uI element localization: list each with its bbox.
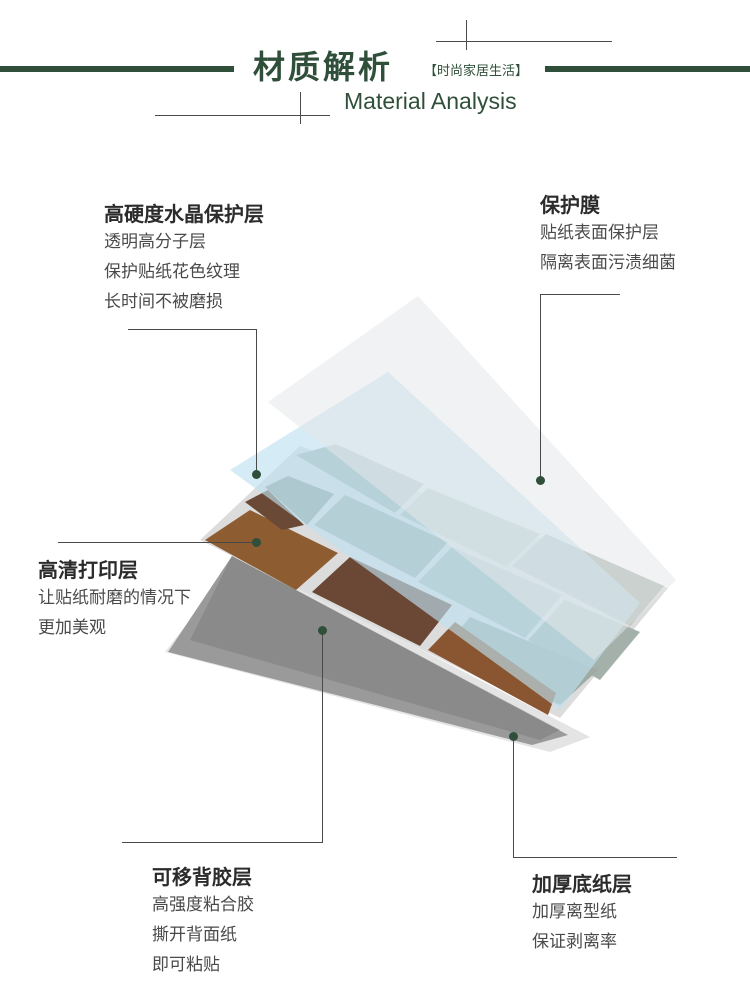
label-title: 加厚底纸层: [532, 872, 632, 896]
label-title: 可移背胶层: [152, 865, 252, 889]
connector-backing-dot: [509, 732, 518, 741]
connector-print-dot: [252, 538, 261, 547]
page-title: 材质解析: [253, 48, 394, 86]
connector-adhesive-v: [322, 630, 323, 842]
crystal-layer: [230, 372, 640, 710]
label-line: 更加美观: [38, 618, 106, 638]
label-line: 加厚离型纸: [532, 902, 617, 922]
connector-crystal-h: [128, 329, 256, 330]
header-bar-right: [545, 66, 750, 72]
label-line: 让贴纸耐磨的情况下: [38, 588, 191, 608]
header-tick-bottom: [300, 92, 301, 124]
tile-brown: [428, 622, 556, 715]
connector-film-dot: [536, 476, 545, 485]
connector-film-v: [540, 294, 541, 480]
connector-crystal-dot: [252, 470, 261, 479]
label-line: 撕开背面纸: [152, 925, 237, 945]
header-tick-top: [466, 20, 467, 50]
adhesive-layer-shade: [190, 556, 560, 740]
header-rule-bottom: [155, 115, 330, 116]
connector-print-h: [58, 542, 258, 543]
page-subtitle: Material Analysis: [344, 88, 517, 114]
connector-adhesive-dot: [318, 626, 327, 635]
label-line: 高强度粘合胶: [152, 895, 254, 915]
tile-brown: [312, 557, 452, 646]
label-line: 贴纸表面保护层: [540, 223, 659, 243]
tile-brown: [245, 490, 304, 530]
tile-brown: [205, 510, 338, 590]
header-tag: 【时尚家居生活】: [424, 64, 529, 79]
label-title: 高硬度水晶保护层: [104, 202, 264, 226]
label-title: 高清打印层: [38, 558, 138, 582]
connector-crystal-v: [256, 329, 257, 473]
connector-adhesive-h: [122, 842, 323, 843]
protective-film-layer: [268, 296, 676, 660]
connector-backing-h: [513, 857, 677, 858]
header-rule-top: [436, 41, 612, 42]
label-print-layer: 高清打印层 让贴纸耐磨的情况下 更加美观: [38, 557, 191, 643]
label-title: 保护膜: [540, 193, 600, 217]
label-crystal-layer: 高硬度水晶保护层 透明高分子层 保护贴纸花色纹理 长时间不被磨损: [104, 201, 264, 317]
label-line: 保护贴纸花色纹理: [104, 262, 240, 282]
connector-film-h: [540, 294, 620, 295]
header-bar-left: [0, 66, 234, 72]
label-protective-film: 保护膜 贴纸表面保护层 隔离表面污渍细菌: [540, 192, 676, 278]
label-line: 保证剥离率: [532, 932, 617, 952]
label-adhesive-layer: 可移背胶层 高强度粘合胶 撕开背面纸 即可粘贴: [152, 864, 254, 980]
label-line: 透明高分子层: [104, 232, 206, 252]
label-line: 隔离表面污渍细菌: [540, 253, 676, 273]
connector-backing-v: [513, 737, 514, 857]
label-line: 长时间不被磨损: [104, 292, 223, 312]
label-backing-layer: 加厚底纸层 加厚离型纸 保证剥离率: [532, 871, 632, 957]
label-line: 即可粘贴: [152, 955, 220, 975]
